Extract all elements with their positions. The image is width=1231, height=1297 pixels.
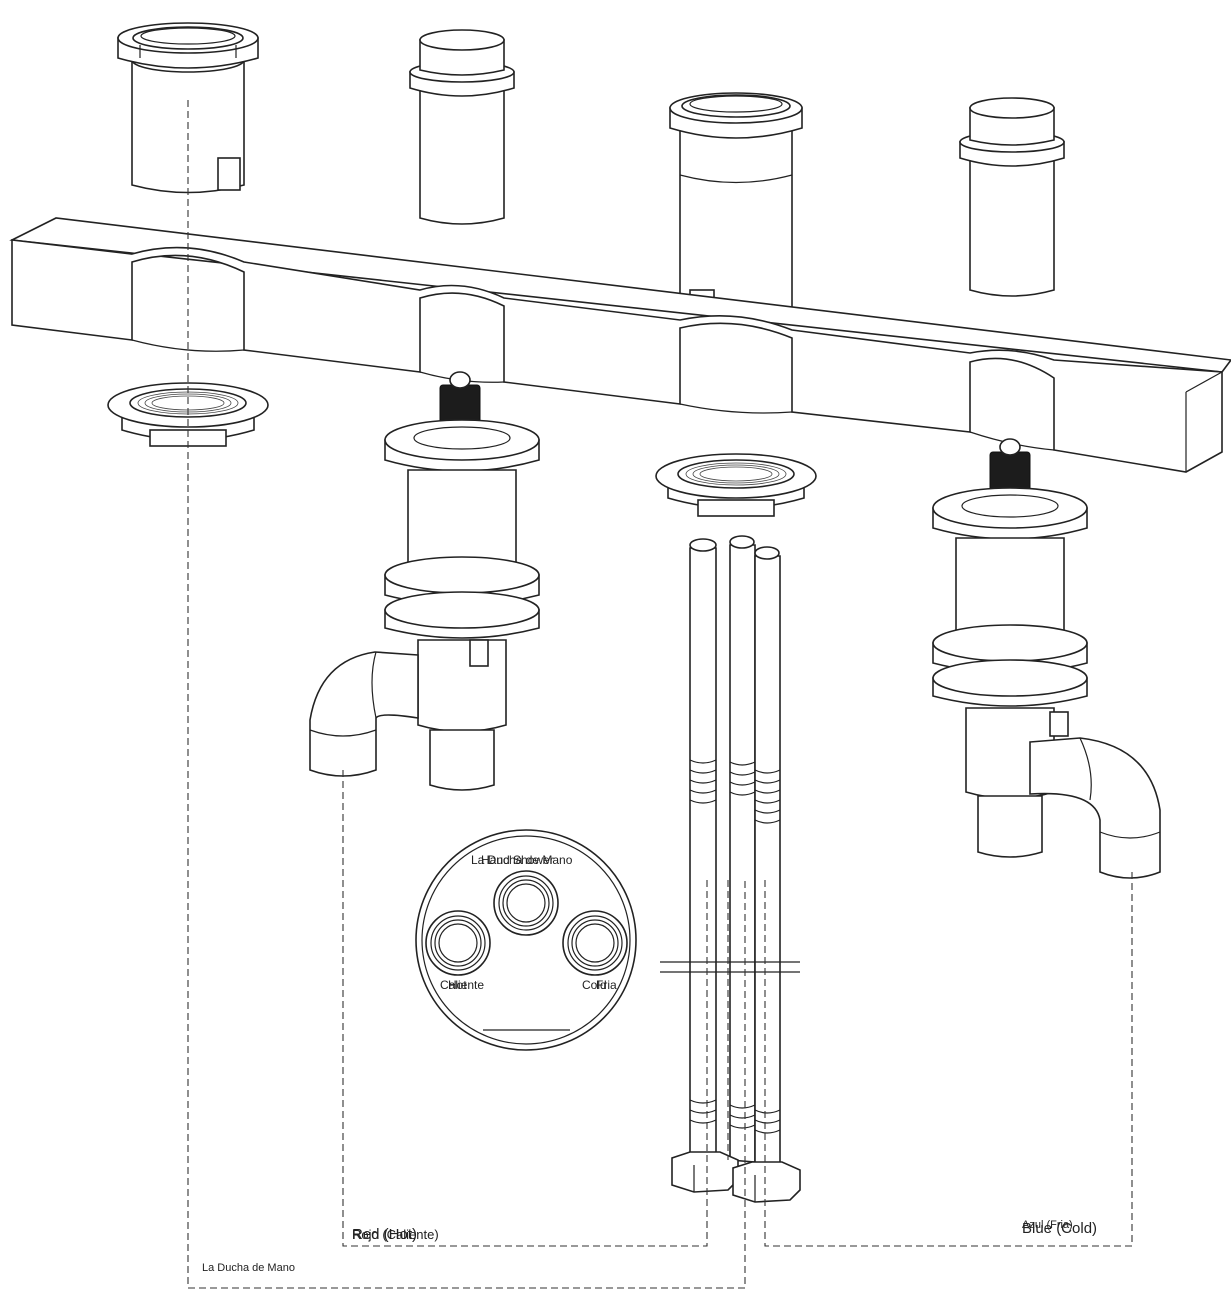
cold-valve-assembly (932, 438, 1161, 879)
label-hand-shower-en: Hand Shower (481, 853, 554, 867)
label-cold-en: Cold (582, 978, 607, 992)
label-red-hot: Red (Hot) (352, 1226, 417, 1243)
label-red-es: Rojo (Caliente) (352, 1227, 439, 1242)
label-hand-shower-bottom: La Ducha de Mano (202, 1262, 295, 1274)
label-hand-shower-es: La Ducha de Mano (471, 853, 573, 867)
spout-sleeve-left (117, 22, 259, 194)
port-cold (562, 910, 628, 976)
supply-hoses (660, 535, 801, 1203)
port-hot (425, 910, 491, 976)
mounting-nut-center (655, 453, 817, 517)
top-view-inset (415, 829, 637, 1051)
valve-sleeve-cold (959, 97, 1065, 297)
deck-slab (9, 217, 1231, 473)
hot-valve-assembly (309, 371, 540, 791)
label-blue-cold: Blue (Cold) (1022, 1220, 1097, 1237)
guide-lines (187, 100, 1133, 1289)
label-hot-en: Hot (448, 978, 467, 992)
port-hand-shower (493, 870, 559, 936)
label-blue-es: Azul (Fria) (1022, 1219, 1073, 1231)
label-hot-es: Caliente (440, 978, 484, 992)
spout-sleeve-center (669, 92, 803, 319)
label-cold-es: Fria (596, 978, 617, 992)
valve-sleeve-hot (409, 29, 515, 225)
